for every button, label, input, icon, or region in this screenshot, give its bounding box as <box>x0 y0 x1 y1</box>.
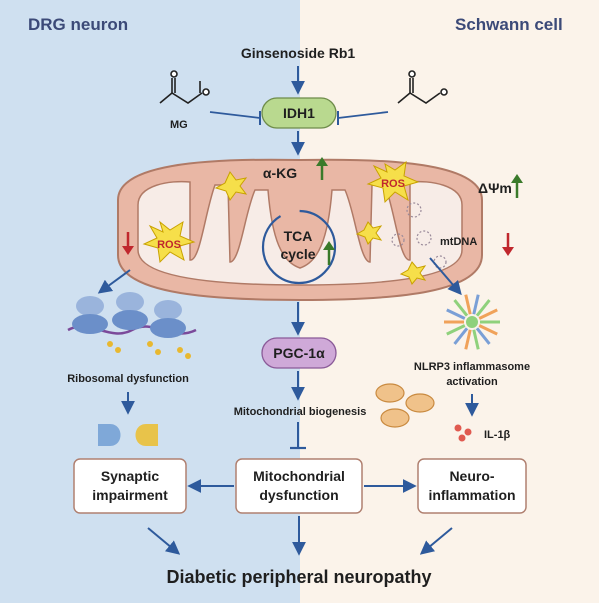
star-icon <box>214 171 427 285</box>
akg-label: α-KG <box>263 165 297 181</box>
inflammasome-spoke <box>446 308 466 320</box>
inflammasome-spoke <box>453 299 469 317</box>
akg-up-arrowhead <box>316 157 328 166</box>
mtdna-circles-icon <box>391 202 447 269</box>
inflammasome-icon <box>444 294 500 350</box>
arrow-ros-to-ribosome <box>97 269 131 294</box>
il1b-dots-icon <box>454 424 472 442</box>
header-drg-neuron: DRG neuron <box>28 15 128 34</box>
tca-label-2: cycle <box>280 246 315 262</box>
arrow-mtdna-to-inflammasome <box>429 257 462 296</box>
delta-psi-label: ΔΨm <box>478 180 512 196</box>
mito-dys-label-1: Mitochondrial <box>253 468 345 484</box>
arrow-synaptic-to-dpn <box>147 527 181 555</box>
ros-label-left: ROS <box>157 239 181 251</box>
tca-up-arrowhead <box>323 241 335 250</box>
mito-dysfunction-box <box>235 458 363 514</box>
inhibit-mg-right <box>337 111 389 119</box>
delta-psi-up-arrowhead <box>511 174 523 183</box>
ros-label-right: ROS <box>381 178 405 190</box>
mtdna-down-arrowhead <box>502 247 514 256</box>
mtdna-label: mtDNA <box>440 236 477 248</box>
synaptic-impairment-box <box>73 458 187 514</box>
inflammasome-spoke <box>478 308 498 320</box>
inflammasome-spoke <box>472 329 480 350</box>
tca-label-1: TCA <box>284 228 313 244</box>
mito-dys-label-2: dysfunction <box>259 487 338 503</box>
mitochondria-icon <box>375 383 435 428</box>
ribosome-icon <box>67 292 197 359</box>
idh1-pill <box>261 97 337 129</box>
tca-cycle-ring <box>261 209 337 285</box>
inhibit-mg-left <box>209 111 261 119</box>
idh1-label: IDH1 <box>283 105 315 121</box>
pgc-pill <box>261 337 337 369</box>
ros-burst-icon-right: ROS <box>366 160 420 204</box>
methylglyoxal-structure-icon <box>159 70 210 104</box>
nlrp3-label-2: activation <box>446 376 498 388</box>
inflammasome-spoke <box>464 329 472 350</box>
ginsenoside-label: Ginsenoside Rb1 <box>241 45 356 61</box>
ros-down-arrowhead <box>122 246 134 255</box>
inflammasome-spoke <box>453 327 469 345</box>
synaptic-label-1: Synaptic <box>101 468 160 484</box>
mito-biogenesis-label: Mitochondrial biogenesis <box>234 406 367 418</box>
synaptic-label-2: impairment <box>92 487 168 503</box>
inflammasome-spoke <box>472 294 480 315</box>
inflammasome-spoke <box>446 324 466 336</box>
nlrp3-label-1: NLRP3 inflammasome <box>414 361 530 373</box>
ribosomal-dysfunction-label: Ribosomal dysfunction <box>67 373 189 385</box>
pgc-label: PGC-1α <box>273 345 325 361</box>
neuroinflammation-box <box>417 458 527 514</box>
inflammasome-spoke <box>475 327 491 345</box>
inflammasome-spoke <box>475 299 491 317</box>
il1b-label: IL-1β <box>484 429 511 441</box>
mg-label: MG <box>170 119 188 131</box>
ros-burst-icon-left: ROS <box>142 220 196 264</box>
inflammasome-spoke <box>478 324 498 336</box>
arrow-neuro-to-dpn <box>419 527 453 555</box>
neuro-label-1: Neuro- <box>449 468 494 484</box>
header-schwann-cell: Schwann cell <box>455 15 563 34</box>
synapse-icon <box>98 424 158 446</box>
inflammasome-spoke <box>464 294 472 315</box>
neuro-label-2: inflammation <box>428 487 515 503</box>
outcome-label: Diabetic peripheral neuropathy <box>166 567 431 587</box>
methylglyoxal-structure-icon-right <box>397 70 448 104</box>
